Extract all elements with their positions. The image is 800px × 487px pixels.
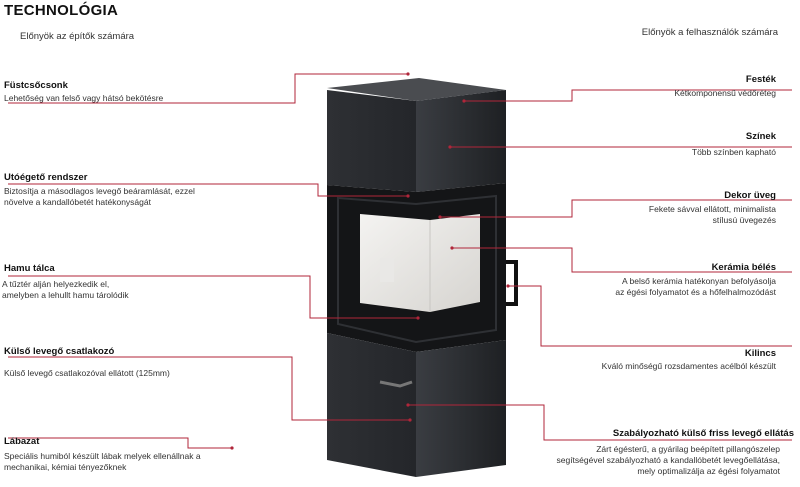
air-supply-label: Szabályozható külső friss levegő ellátás — [612, 428, 794, 439]
handle-desc: Kváló minőségű rozsdamentes acélból kész… — [601, 361, 776, 371]
stove-upper-front — [327, 90, 416, 192]
colors-desc: Több színben kapható — [691, 147, 776, 157]
builders-subtitle: Előnyök az építők számára — [20, 31, 135, 42]
stove-base-side — [416, 340, 506, 477]
decor-glass-desc: Fekete sávval ellátott, minimalista stíl… — [648, 204, 776, 225]
afterburner-desc: Biztosítja a másodlagos levegő beáramlás… — [4, 186, 195, 207]
ceramic-lining-desc: A belső kerámia hatékonyan befolyásolja … — [615, 276, 776, 297]
paint-label: Festék — [745, 74, 776, 85]
paint-desc: Kétkomponensű védőréteg — [674, 88, 776, 98]
flue-connector-label: Füstcsőcsonk — [4, 80, 68, 91]
handle-label: Kilincs — [744, 348, 776, 359]
air-control-lever — [379, 380, 413, 388]
external-air-connector-desc: Külső levegő csatlakozóval ellátott (125… — [4, 368, 170, 378]
stove-base-front — [327, 333, 416, 477]
ceramic-lining-label: Kerámia bélés — [711, 262, 776, 273]
air-supply-desc: Zárt égésterű, a gyárilag beépített pill… — [556, 444, 780, 476]
users-subtitle: Előnyök a felhasználók számára — [641, 27, 778, 38]
ceramic-lining — [360, 214, 480, 312]
ash-tray-desc: A tűztér alján helyezkedik el, amelyben … — [2, 279, 129, 300]
stove-top-lid — [327, 78, 506, 101]
ash-tray-label: Hamu tálca — [4, 263, 55, 274]
colors-label: Színek — [745, 131, 776, 142]
external-air-connector-label: Külső levegő csatlakozó — [4, 346, 115, 357]
base-desc: Speciális humiból készült lábak melyek e… — [4, 451, 201, 472]
base-label: Lábazat — [4, 436, 40, 447]
afterburner-label: Utóégető rendszer — [4, 172, 88, 183]
door-handle — [506, 260, 518, 306]
decor-glass-label: Dekor üveg — [724, 190, 776, 201]
page-title: TECHNOLÓGIA — [4, 2, 119, 19]
stove-upper-side — [416, 90, 506, 192]
flue-connector-desc: Lehetőség van felső vagy hátsó bekötésre — [4, 93, 164, 103]
